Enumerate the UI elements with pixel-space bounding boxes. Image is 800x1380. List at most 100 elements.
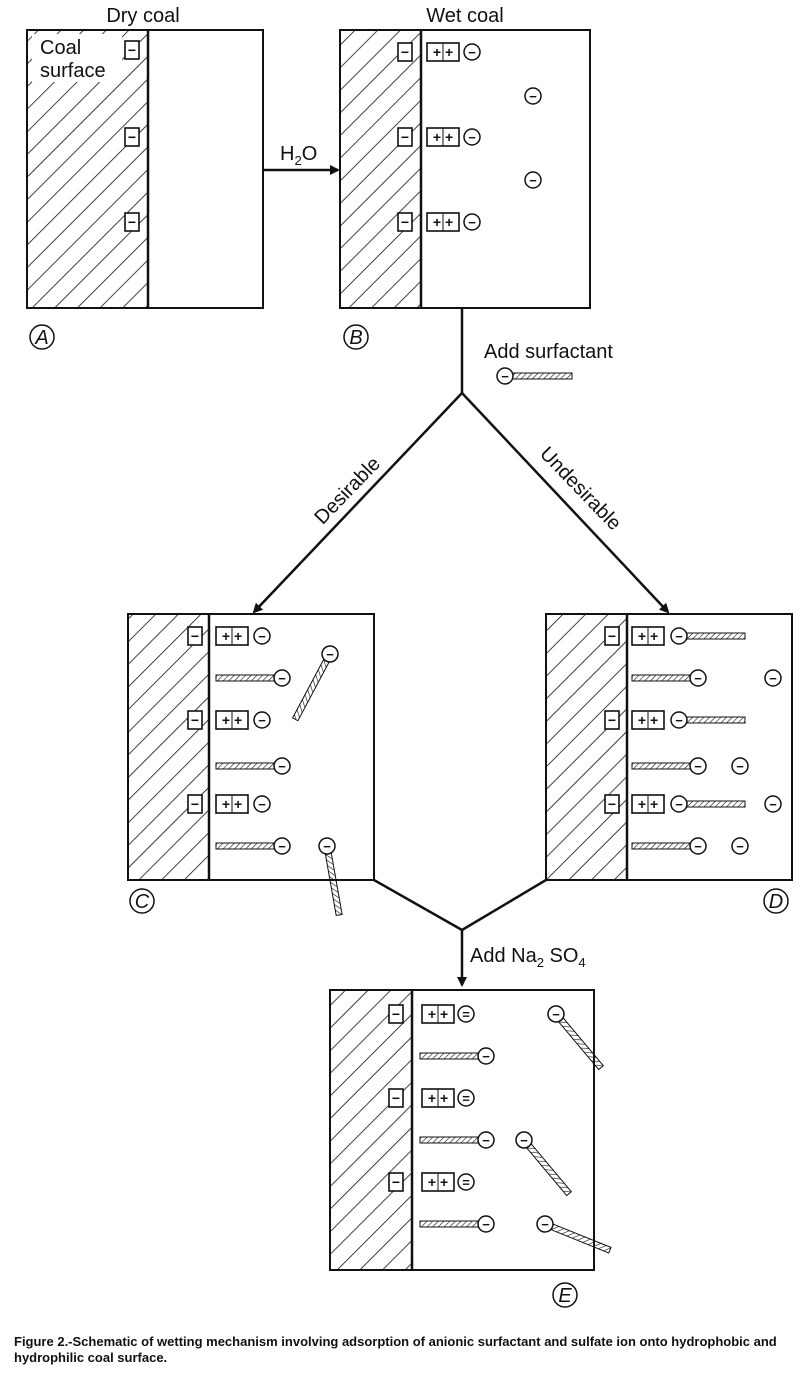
surfactant-legend: − xyxy=(496,367,573,385)
anion-sign: − xyxy=(769,797,777,812)
cation-pair: + + xyxy=(421,1172,455,1192)
surfactant-molecule: − xyxy=(215,757,291,775)
surfactant-head-sign: − xyxy=(278,671,286,686)
surface-negative-site: − xyxy=(187,626,203,646)
surface-charge-sign: − xyxy=(608,628,616,644)
surface-charge-sign: − xyxy=(392,1006,400,1022)
anion: − xyxy=(524,171,542,189)
surface-negative-site: − xyxy=(124,40,140,60)
surface-charge-sign: − xyxy=(392,1090,400,1106)
sulfate-ion-sign: = xyxy=(462,1091,470,1106)
surfactant-molecule: − xyxy=(670,795,746,813)
panel-a-surface-charges: −−− xyxy=(124,40,140,232)
surfactant-head-sign: − xyxy=(278,759,286,774)
anion-sign: − xyxy=(736,839,744,854)
surfactant-molecule: − xyxy=(670,711,746,729)
cation-pair: + + xyxy=(215,710,249,730)
surfactant-branch: Add surfactant − Desirable Undesirable xyxy=(252,308,670,614)
coal-label-line-2: surface xyxy=(40,60,106,82)
surfactant-molecule: − xyxy=(419,1047,495,1065)
surfactant-molecule: − xyxy=(318,837,343,917)
cation-pair-signs: + + xyxy=(222,712,242,728)
surface-negative-site: − xyxy=(187,710,203,730)
surfactant-molecule: − xyxy=(670,627,746,645)
panel-e-ions: −+ +=−+ +=−+ +=−−−−−− xyxy=(388,1004,612,1254)
surfactant-head-sign: − xyxy=(675,797,683,812)
surface-charge-sign: − xyxy=(401,214,409,230)
coal-label-line-1: Coal xyxy=(40,37,81,59)
cation-pair: + + xyxy=(426,127,460,147)
surfactant-molecule: − xyxy=(215,837,291,855)
anion-sign: − xyxy=(468,130,476,145)
surfactant-molecule: − xyxy=(419,1215,495,1233)
undesirable-arrow xyxy=(461,392,670,614)
cation-pair-signs: + + xyxy=(638,796,658,812)
surfactant-molecule: − xyxy=(515,1131,572,1197)
surfactant-head-sign: − xyxy=(694,759,702,774)
panel-a-title: Dry coal xyxy=(106,5,179,27)
surfactant-molecule: − xyxy=(536,1215,612,1254)
panel-c-coal-region xyxy=(128,614,209,880)
surfactant-head-sign: − xyxy=(323,839,331,854)
panel-a: Dry coal Coal surface −−− A xyxy=(26,5,264,350)
panel-c-letter: C xyxy=(135,891,150,913)
surface-charge-sign: − xyxy=(392,1174,400,1190)
panel-b-ions: −+ +−−+ +−−+ +−−− xyxy=(397,42,542,232)
surfactant-molecule: − xyxy=(631,837,707,855)
merge-line-left xyxy=(373,878,463,932)
figure-caption: Figure 2.-Schematic of wetting mechanism… xyxy=(14,1334,777,1365)
panel-b-letter: B xyxy=(349,327,362,349)
surfactant-head-sign: − xyxy=(482,1133,490,1148)
anion: − xyxy=(764,669,782,687)
surface-charge-sign: − xyxy=(191,628,199,644)
merge-line-right xyxy=(461,878,547,932)
surfactant-molecule: − xyxy=(631,757,707,775)
anion: − xyxy=(463,43,481,61)
panel-a-letter: A xyxy=(34,327,48,349)
surface-negative-site: − xyxy=(397,212,413,232)
panel-d-coal-region xyxy=(546,614,627,880)
panel-d-letter-circle xyxy=(763,888,789,914)
cation-pair-signs: + + xyxy=(638,712,658,728)
sulfate-ion: = xyxy=(457,1089,475,1107)
surfactant-head-sign: − xyxy=(278,839,286,854)
cation-pair-signs: + + xyxy=(428,1174,448,1190)
panel-c-letter-circle xyxy=(129,888,155,914)
legend-head-sign: − xyxy=(501,369,509,384)
cation-pair-signs: + + xyxy=(433,129,453,145)
surface-negative-site: − xyxy=(604,710,620,730)
surfactant-head-sign: − xyxy=(326,647,334,662)
surface-charge-sign: − xyxy=(608,796,616,812)
sulfate-ion: = xyxy=(457,1005,475,1023)
surfactant-head-sign: − xyxy=(675,713,683,728)
anion: − xyxy=(253,627,271,645)
undesirable-label: Undesirable xyxy=(535,443,625,535)
coal-label-backdrop xyxy=(32,34,122,82)
panel-e-letter-circle xyxy=(552,1282,578,1308)
surfactant-molecule: − xyxy=(215,669,291,687)
surface-negative-site: − xyxy=(604,626,620,646)
surface-negative-site: − xyxy=(388,1172,404,1192)
water-label: H2O xyxy=(280,143,317,168)
panel-b-coal-region xyxy=(340,30,421,308)
surfactant-head-sign: − xyxy=(552,1007,560,1022)
cation-pair-signs: + + xyxy=(428,1006,448,1022)
panel-d-ions: −+ +−+ +−+ +−−−−−−−−−− xyxy=(604,626,782,855)
surfactant-head-sign: − xyxy=(482,1217,490,1232)
surfactant-molecule: − xyxy=(419,1131,495,1149)
surfactant-head-sign: − xyxy=(482,1049,490,1064)
desirable-label: Desirable xyxy=(310,453,385,529)
cation-pair: + + xyxy=(631,626,665,646)
cation-pair-signs: + + xyxy=(222,796,242,812)
surfactant-molecule: − xyxy=(631,669,707,687)
cation-pair: + + xyxy=(426,42,460,62)
surfactant-head-sign: − xyxy=(694,671,702,686)
surface-charge-sign: − xyxy=(191,796,199,812)
surface-negative-site: − xyxy=(397,127,413,147)
panel-e: −+ +=−+ +=−+ +=−−−−−− E xyxy=(329,989,612,1308)
anion-sign: − xyxy=(258,797,266,812)
anion: − xyxy=(764,795,782,813)
surface-negative-site: − xyxy=(187,794,203,814)
surfactant-head-sign: − xyxy=(541,1217,549,1232)
cation-pair: + + xyxy=(421,1004,455,1024)
